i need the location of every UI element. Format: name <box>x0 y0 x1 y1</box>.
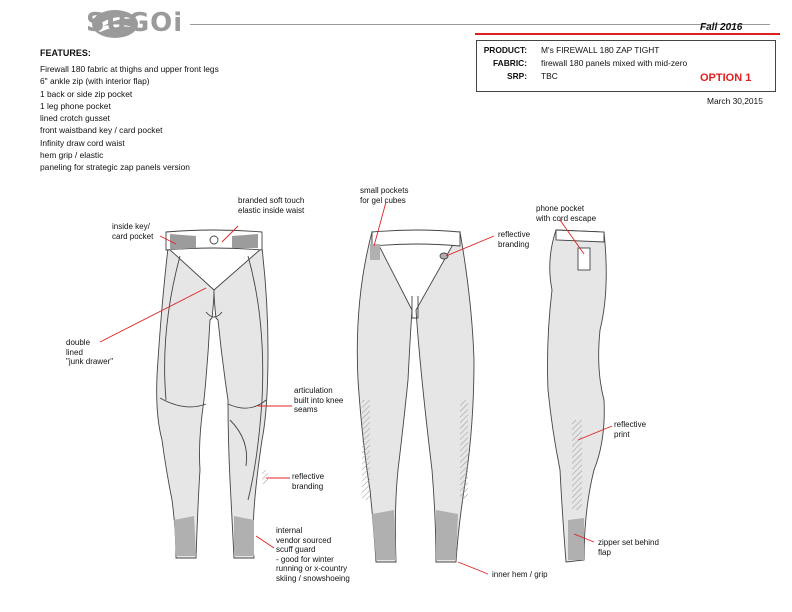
back-right-leg <box>415 230 475 563</box>
season-rule <box>475 33 780 35</box>
callout-reflective-print: reflective print <box>614 420 647 439</box>
callout-gel-pockets: small pockets for gel cubes <box>360 186 409 205</box>
back-right-ankle-guard <box>436 510 458 560</box>
season-label: Fall 2016 <box>700 22 743 33</box>
header-rule <box>190 24 770 25</box>
feature-item: hem grip / elastic <box>40 150 104 161</box>
features-list: Firewall 180 fabric at thighs and upper … <box>40 63 219 174</box>
callout-articulation: articulation built into knee seams <box>294 386 344 414</box>
srp-value: TBC <box>541 71 558 81</box>
feature-item: 1 back or side zip pocket <box>40 88 133 99</box>
leader-junk-drawer <box>99 287 207 343</box>
fabric-label: FABRIC: <box>493 58 527 68</box>
option-label: OPTION 1 <box>700 72 752 84</box>
date-label: March 30,2015 <box>707 96 763 106</box>
feature-item: front waistband key / card pocket <box>40 125 163 136</box>
srp-label: SRP: <box>506 71 527 81</box>
back-view-tights <box>356 229 475 563</box>
callout-inner-hem: inner hem / grip <box>492 570 548 579</box>
leader-phone-pocket <box>559 219 585 255</box>
leader-scuff-guard <box>255 535 275 549</box>
callout-reflective-back: reflective branding <box>498 230 531 249</box>
leader-waist <box>221 225 239 243</box>
spec-box: PRODUCT: M's FIREWALL 180 ZAP TIGHT FABR… <box>476 40 776 92</box>
callout-phone-pocket: phone pocket with cord escape <box>536 204 597 223</box>
leader-key-pocket <box>159 235 177 245</box>
front-left-ankle-guard <box>174 516 196 556</box>
back-left-ankle-guard <box>372 510 396 560</box>
side-view-tights <box>547 229 607 563</box>
feature-item: lined crotch gusset <box>40 113 110 124</box>
callout-waist: branded soft touch elastic inside waist <box>238 196 305 215</box>
front-left-leg <box>156 247 215 559</box>
sugoi-logo-icon <box>92 10 138 38</box>
features-title: FEATURES: <box>40 48 91 58</box>
fabric-value: firewall 180 panels mixed with mid-zero <box>541 58 688 68</box>
front-right-leg <box>213 247 269 559</box>
feature-item: 1 leg phone pocket <box>40 100 111 111</box>
leader-reflective-back <box>445 235 495 257</box>
front-view-tights <box>156 229 269 559</box>
callout-zipper: zipper set behind flap <box>598 538 659 557</box>
back-left-leg <box>356 230 413 563</box>
feature-item: 6" ankle zip (with interior flap) <box>40 76 150 87</box>
feature-item: Infinity draw cord waist <box>40 137 125 148</box>
callout-scuff-guard: internal vendor sourced scuff guard - go… <box>276 526 350 583</box>
leader-inner-hem <box>457 561 489 575</box>
side-leg <box>547 229 607 563</box>
leader-gel-pockets <box>373 201 387 247</box>
front-right-ankle-guard <box>234 516 254 556</box>
feature-item: paneling for strategic zap panels versio… <box>40 162 190 173</box>
brand-name: SUGOi <box>86 8 184 38</box>
callout-key-pocket: inside key/ card pocket <box>112 222 154 241</box>
feature-item: Firewall 180 fabric at thighs and upper … <box>40 64 219 74</box>
leader-reflective-print <box>577 425 613 441</box>
side-ankle-guard <box>568 518 584 560</box>
leader-zipper <box>573 533 595 543</box>
callout-reflective-front: reflective branding <box>292 472 325 491</box>
product-label: PRODUCT: <box>483 45 527 55</box>
callout-junk-drawer: double lined "junk drawer" <box>66 338 114 366</box>
product-value: M's FIREWALL 180 ZAP TIGHT <box>541 45 660 55</box>
